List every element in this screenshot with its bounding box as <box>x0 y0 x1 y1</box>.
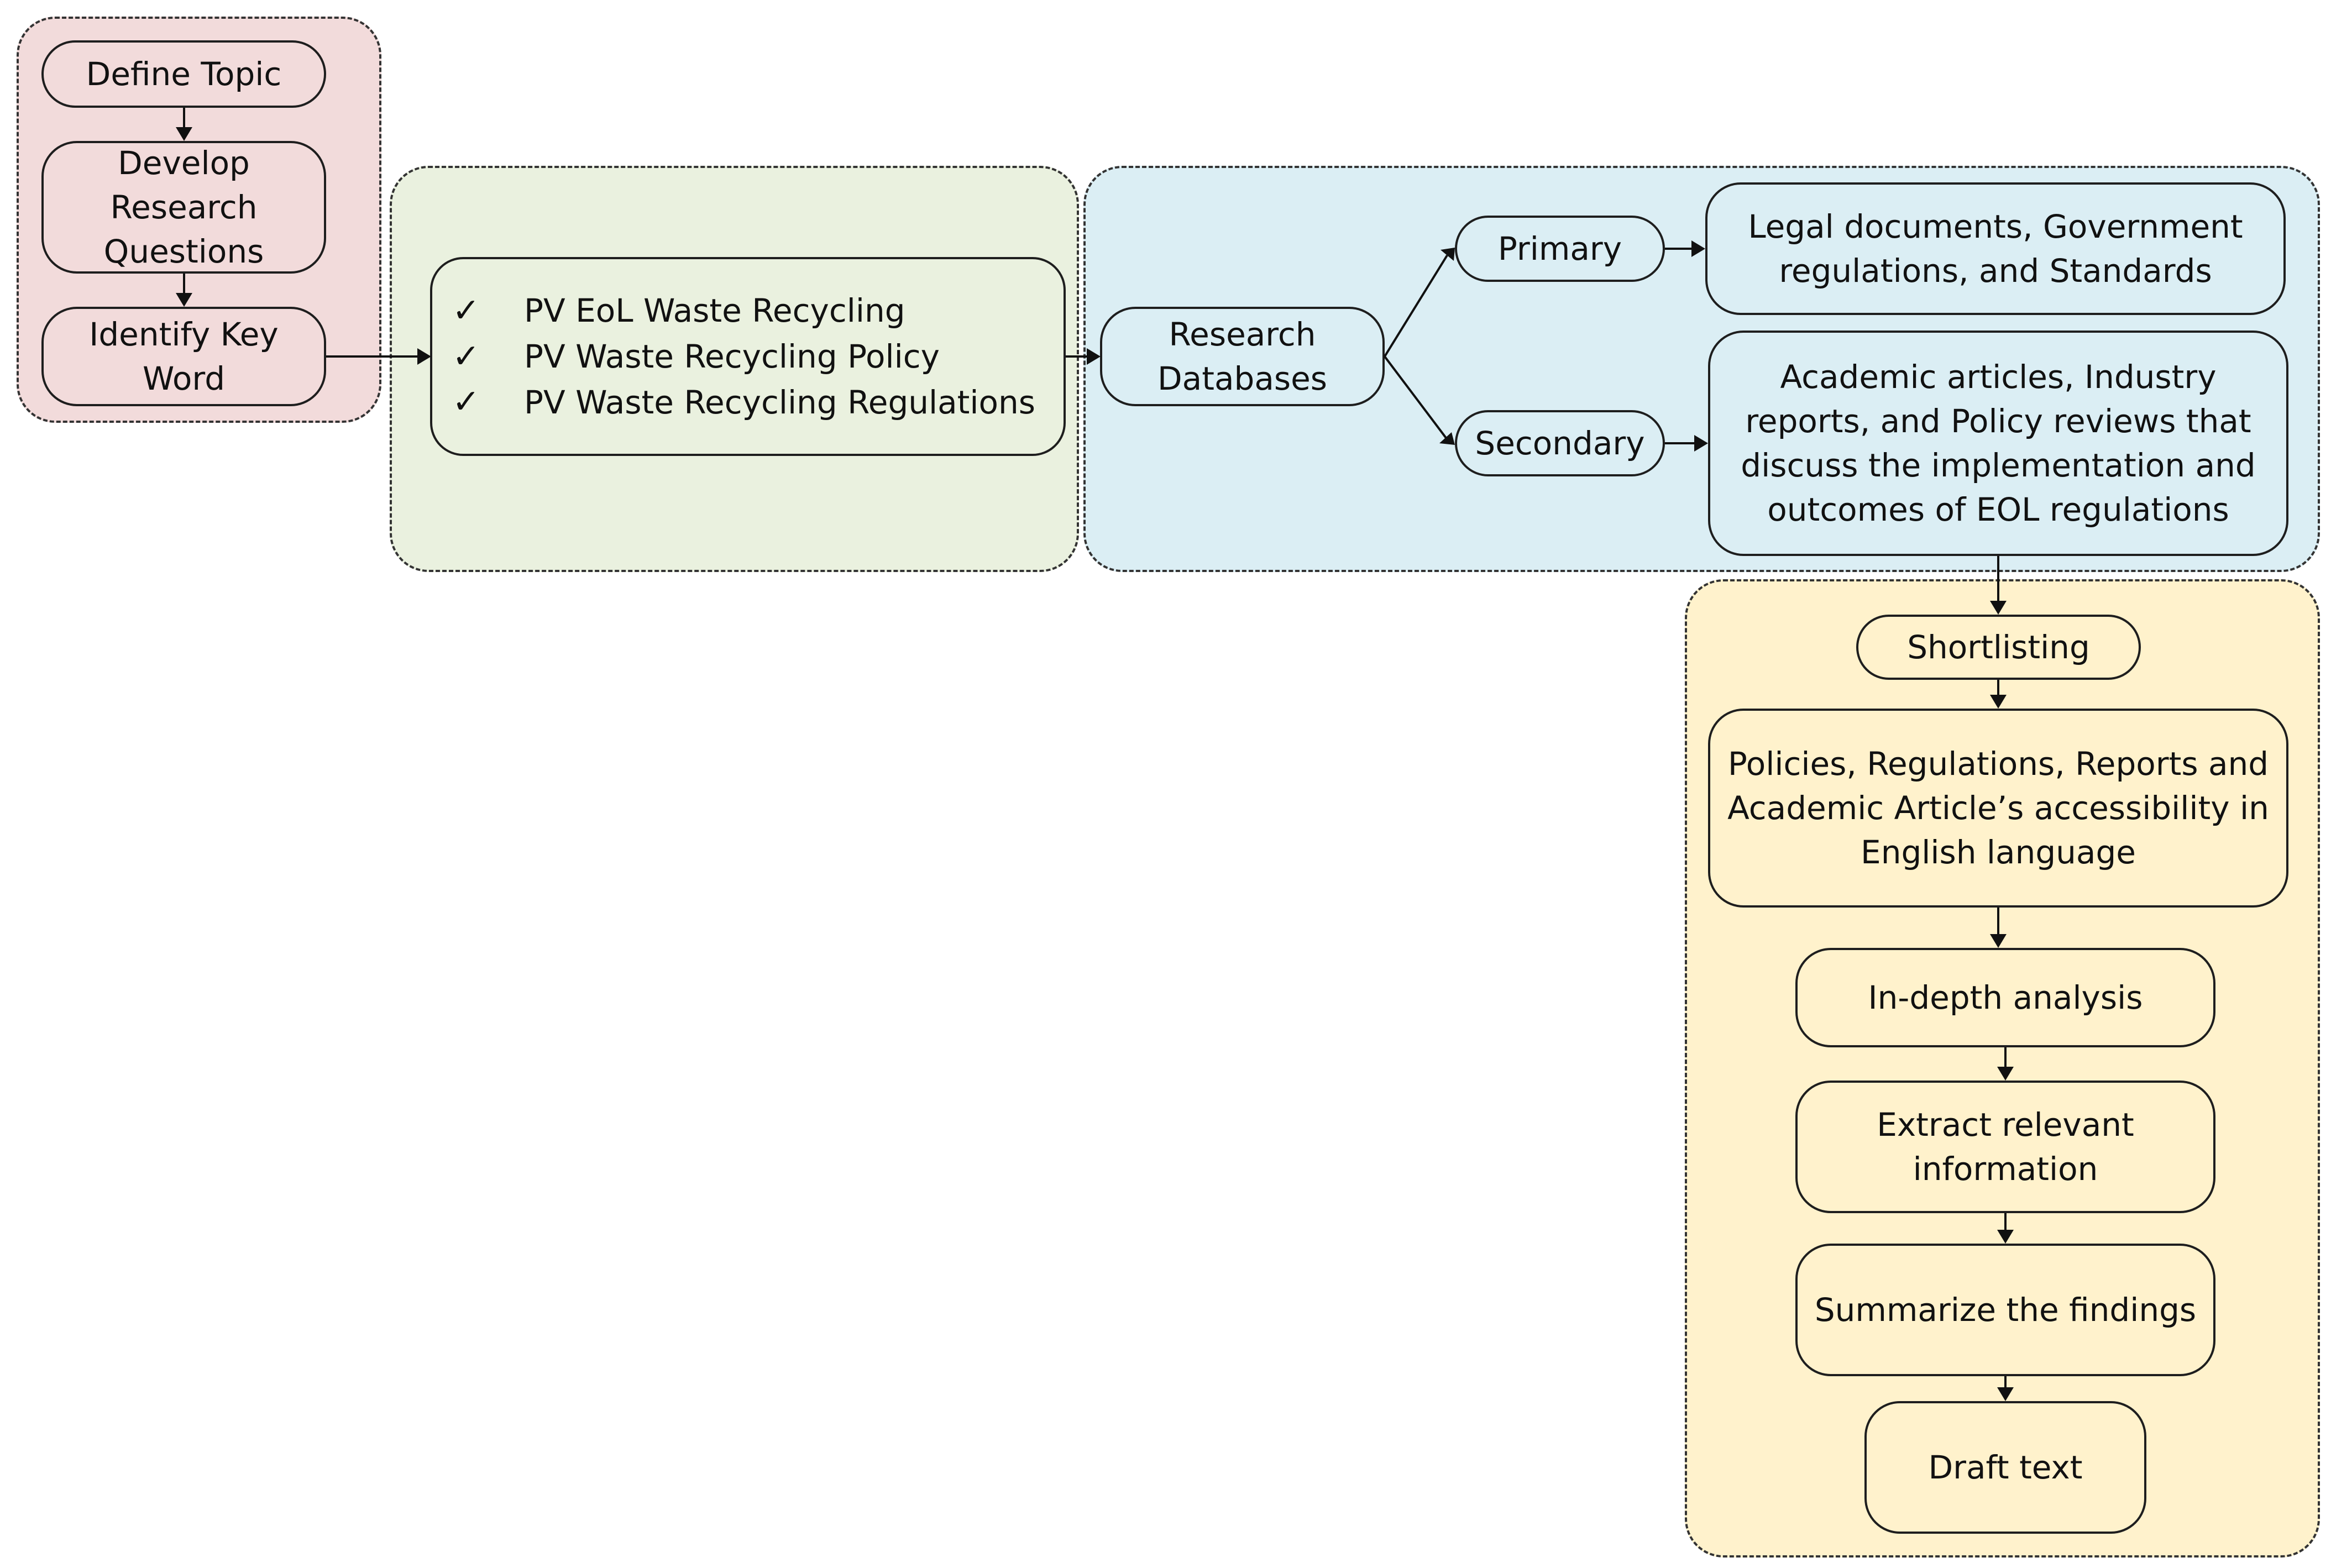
keyword-label: PV EoL Waste Recycling <box>524 292 905 330</box>
in-depth-analysis-label: In-depth analysis <box>1868 978 2143 1016</box>
secondary-sources-label: Academic articles, Industry reports, and… <box>1741 358 2256 529</box>
define-topic-node: Define Topic <box>41 40 326 108</box>
extract-information-node: Extract relevant information <box>1795 1081 2215 1213</box>
shortlisting-node: Shortlisting <box>1856 615 2141 680</box>
identify-key-word-label: Identify Key Word <box>89 315 279 397</box>
keyword-item: ✓ PV EoL Waste Recycling <box>452 288 905 334</box>
secondary-node: Secondary <box>1455 410 1665 476</box>
keyword-label: PV Waste Recycling Regulations <box>524 383 1035 421</box>
draft-text-node: Draft text <box>1864 1401 2146 1534</box>
secondary-label: Secondary <box>1475 424 1645 462</box>
summarize-findings-node: Summarize the findings <box>1795 1244 2215 1376</box>
check-icon: ✓ <box>452 291 480 330</box>
keyword-item: ✓ PV Waste Recycling Regulations <box>452 379 1035 425</box>
extract-information-label: Extract relevant information <box>1877 1105 2134 1188</box>
keyword-label: PV Waste Recycling Policy <box>524 337 940 375</box>
research-databases-node: Research Databases <box>1100 307 1385 406</box>
check-icon: ✓ <box>452 337 480 376</box>
keyword-item: ✓ PV Waste Recycling Policy <box>452 334 940 380</box>
summarize-findings-label: Summarize the findings <box>1814 1291 2197 1329</box>
primary-node: Primary <box>1455 216 1665 282</box>
develop-research-questions-label: Develop Research Questions <box>103 144 264 271</box>
keywords-node: ✓ PV EoL Waste Recycling ✓ PV Waste Recy… <box>430 257 1066 456</box>
draft-text-label: Draft text <box>1928 1448 2083 1486</box>
accessibility-label: Policies, Regulations, Reports and Acade… <box>1727 744 2269 872</box>
develop-research-questions-node: Develop Research Questions <box>41 141 326 274</box>
primary-sources-node: Legal documents, Government regulations,… <box>1705 182 2286 315</box>
accessibility-node: Policies, Regulations, Reports and Acade… <box>1708 709 2288 908</box>
primary-label: Primary <box>1497 229 1622 268</box>
check-icon: ✓ <box>452 382 480 422</box>
define-topic-label: Define Topic <box>86 55 282 93</box>
secondary-sources-node: Academic articles, Industry reports, and… <box>1708 331 2288 556</box>
research-databases-label: Research Databases <box>1157 315 1327 397</box>
shortlisting-label: Shortlisting <box>1907 628 2090 666</box>
in-depth-analysis-node: In-depth analysis <box>1795 948 2215 1047</box>
primary-sources-label: Legal documents, Government regulations,… <box>1748 207 2243 290</box>
identify-key-word-node: Identify Key Word <box>41 307 326 406</box>
